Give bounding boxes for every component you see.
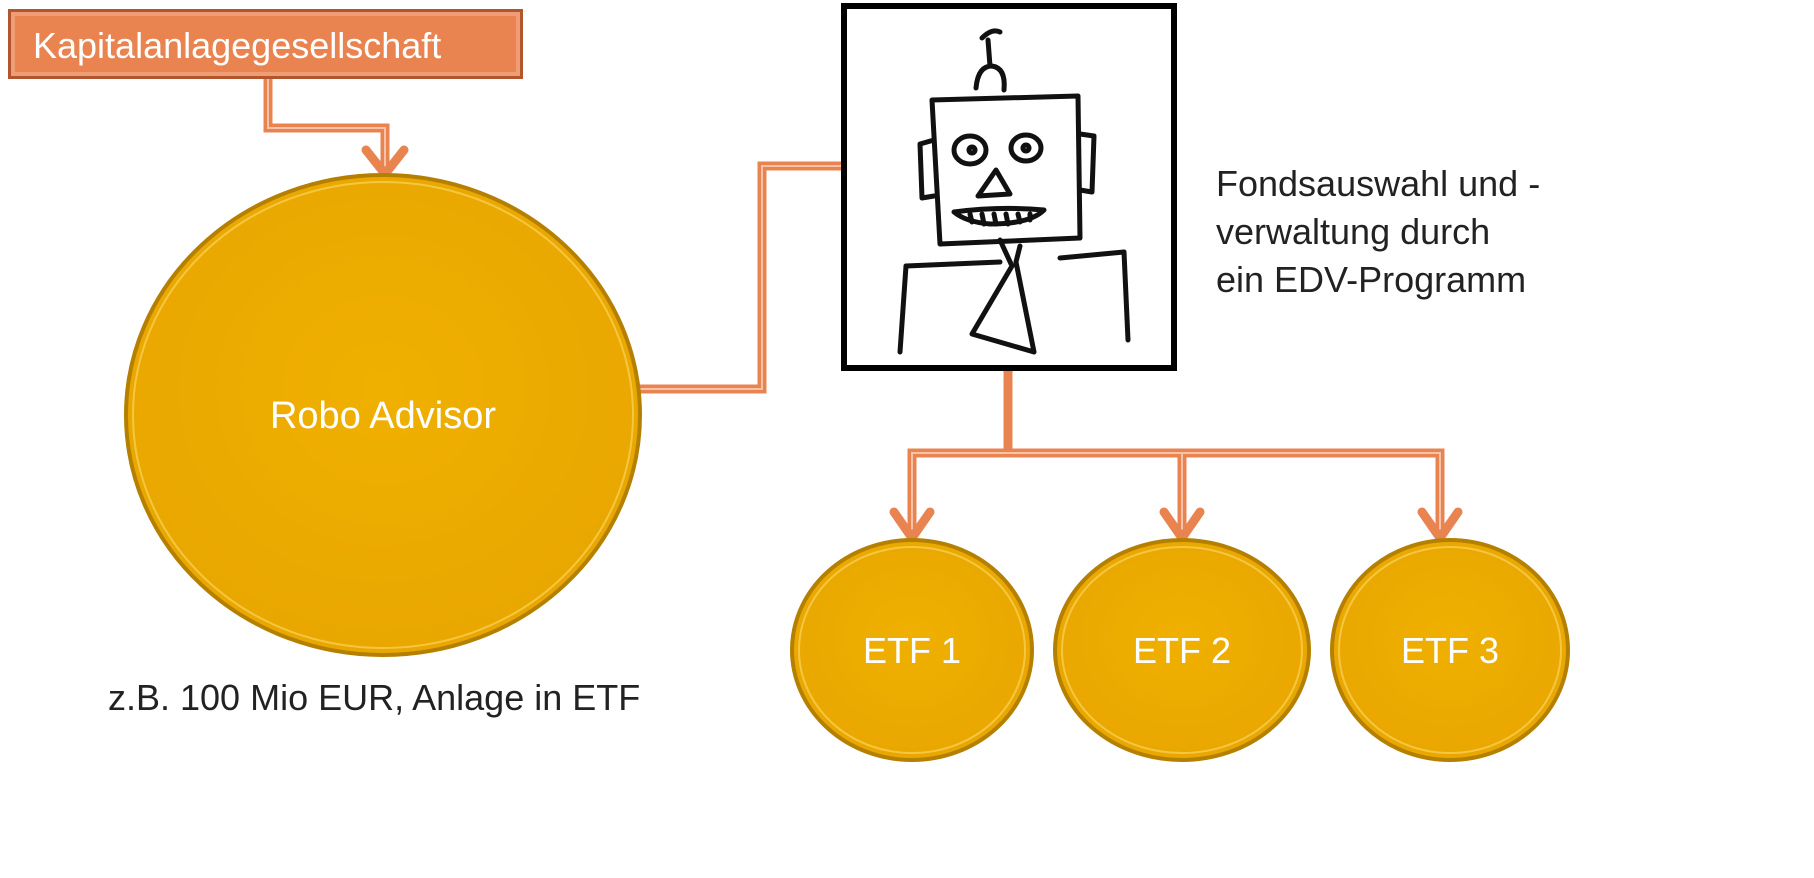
etf-label-1: ETF 1 [862,630,961,671]
robo-advisor-label: Robo Advisor [269,395,496,437]
robot-note-line-3: ein EDV-Programm [1216,259,1527,300]
company-box: Kapitalanlagegesellschaft [8,9,523,79]
advisor-note: z.B. 100 Mio EUR, Anlage in ETF [108,677,641,718]
robot-note: Fondsauswahl und - verwaltung durch ein … [1216,160,1540,304]
robot-note-line-1: Fondsauswahl und - [1216,163,1541,204]
company-label: Kapitalanlagegesellschaft [33,25,442,66]
robot-note-line-2: verwaltung durch [1216,211,1491,252]
connector-advisor-to-robot [638,161,842,394]
etf-oval-1 [790,538,1034,762]
connector-robot-to-etfs [889,368,1463,543]
etf-label-3: ETF 3 [1400,630,1499,671]
arrowhead-icon [1417,507,1463,543]
robo-advisor-oval [124,173,642,657]
connector-company-to-advisor [263,78,409,179]
etf-oval-2 [1053,538,1311,762]
robot-sketch-icon [841,3,1177,371]
etf-label-2: ETF 2 [1132,630,1231,671]
etf-oval-3 [1330,538,1570,762]
